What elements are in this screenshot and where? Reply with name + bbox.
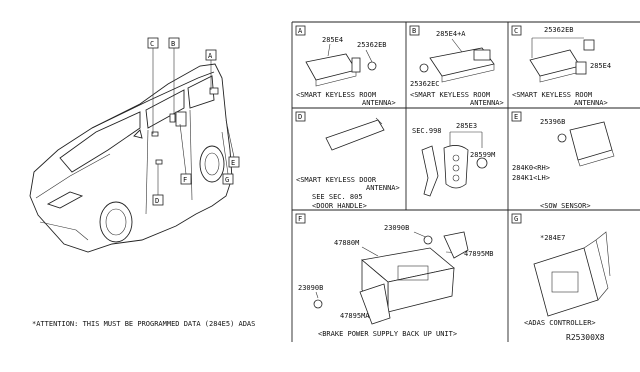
svg-text:47895MA: 47895MA: [340, 312, 370, 320]
svg-text:F: F: [298, 215, 302, 223]
panel-grid: [291, 21, 640, 342]
svg-text:E: E: [231, 159, 235, 167]
svg-text:*284E7: *284E7: [540, 234, 565, 242]
svg-text:SEE SEC. 805: SEE SEC. 805: [312, 193, 363, 201]
svg-text:<DOOR HANDLE>: <DOOR HANDLE>: [312, 202, 367, 210]
callout-box-g: G: [222, 173, 234, 185]
svg-text:E: E: [514, 113, 518, 121]
svg-text:A: A: [208, 52, 213, 60]
svg-text:F: F: [183, 176, 187, 184]
svg-text:284K0<RH>: 284K0<RH>: [512, 164, 550, 172]
svg-text:25362EB: 25362EB: [544, 26, 574, 34]
svg-text:25362EB: 25362EB: [357, 41, 387, 49]
svg-text:C: C: [150, 40, 154, 48]
svg-text:<SMART KEYLESS ROOM: <SMART KEYLESS ROOM: [512, 91, 592, 99]
panel-e: E 25396B 284K0<RH> 284K1<LH> <SOW SENSOR…: [511, 111, 615, 210]
svg-text:<SMART KEYLESS ROOM: <SMART KEYLESS ROOM: [410, 91, 490, 99]
svg-text:<SOW SENSOR>: <SOW SENSOR>: [540, 202, 591, 210]
svg-text:C: C: [514, 27, 518, 35]
panel-f: F 23090B 47880M 47895MB 23090B 47895MA <…: [295, 213, 494, 338]
svg-text:SEC.998: SEC.998: [412, 127, 442, 135]
panel-key-fob: SEC.998 285E3 28599M: [412, 122, 495, 197]
panel-b: B 285E4+A 25362EC <SMART KEYLESS ROOM AN…: [409, 25, 504, 107]
svg-text:<SMART KEYLESS ROOM: <SMART KEYLESS ROOM: [296, 91, 376, 99]
svg-text:285E4: 285E4: [590, 62, 611, 70]
svg-text:284K1<LH>: 284K1<LH>: [512, 174, 550, 182]
callout-lines: [152, 48, 235, 195]
svg-text:G: G: [225, 176, 229, 184]
svg-text:ANTENNA>: ANTENNA>: [470, 99, 504, 107]
svg-text:<SMART KEYLESS DOOR: <SMART KEYLESS DOOR: [296, 176, 377, 184]
svg-text:47895MB: 47895MB: [464, 250, 494, 258]
callout-box-f: F: [180, 173, 192, 185]
svg-text:B: B: [412, 27, 416, 35]
svg-text:25362EC: 25362EC: [410, 80, 440, 88]
svg-text:47880M: 47880M: [334, 239, 359, 247]
svg-text:D: D: [155, 197, 159, 205]
svg-text:ANTENNA>: ANTENNA>: [366, 184, 400, 192]
callout-box-c: C: [147, 37, 159, 49]
svg-text:28599M: 28599M: [470, 151, 495, 159]
callout-box-d: D: [152, 194, 164, 206]
panel-g: G *284E7 <ADAS CONTROLLER>: [511, 213, 611, 327]
callout-box-e: E: [228, 156, 240, 168]
panel-d: D <SMART KEYLESS DOOR ANTENNA> SEE SEC. …: [295, 111, 400, 210]
panel-a: A 285E4 25362EB <SMART KEYLESS ROOM ANTE…: [295, 25, 396, 107]
svg-text:285E4: 285E4: [322, 36, 343, 44]
diagram-code: R25300X8: [566, 333, 605, 342]
svg-text:<BRAKE POWER SUPPLY BACK UP UN: <BRAKE POWER SUPPLY BACK UP UNIT>: [318, 330, 457, 338]
vehicle-illustration: [29, 63, 233, 253]
svg-text:25396B: 25396B: [540, 118, 565, 126]
svg-text:285E3: 285E3: [456, 122, 477, 130]
svg-text:A: A: [298, 27, 303, 35]
panel-c: C 25362EB 285E4 <SMART KEYLESS ROOM ANTE…: [511, 25, 611, 107]
svg-text:285E4+A: 285E4+A: [436, 30, 466, 38]
svg-text:G: G: [514, 215, 518, 223]
svg-text:ANTENNA>: ANTENNA>: [362, 99, 396, 107]
callout-box-a: A: [205, 49, 217, 61]
svg-text:ANTENNA>: ANTENNA>: [574, 99, 608, 107]
svg-text:B: B: [171, 40, 175, 48]
svg-text:<ADAS CONTROLLER>: <ADAS CONTROLLER>: [524, 319, 596, 327]
svg-text:23090B: 23090B: [384, 224, 409, 232]
svg-text:D: D: [298, 113, 302, 121]
attention-note: *ATTENTION: THIS MUST BE PROGRAMMED DATA…: [32, 320, 255, 328]
callout-box-b: B: [168, 37, 180, 49]
svg-text:23090B: 23090B: [298, 284, 323, 292]
